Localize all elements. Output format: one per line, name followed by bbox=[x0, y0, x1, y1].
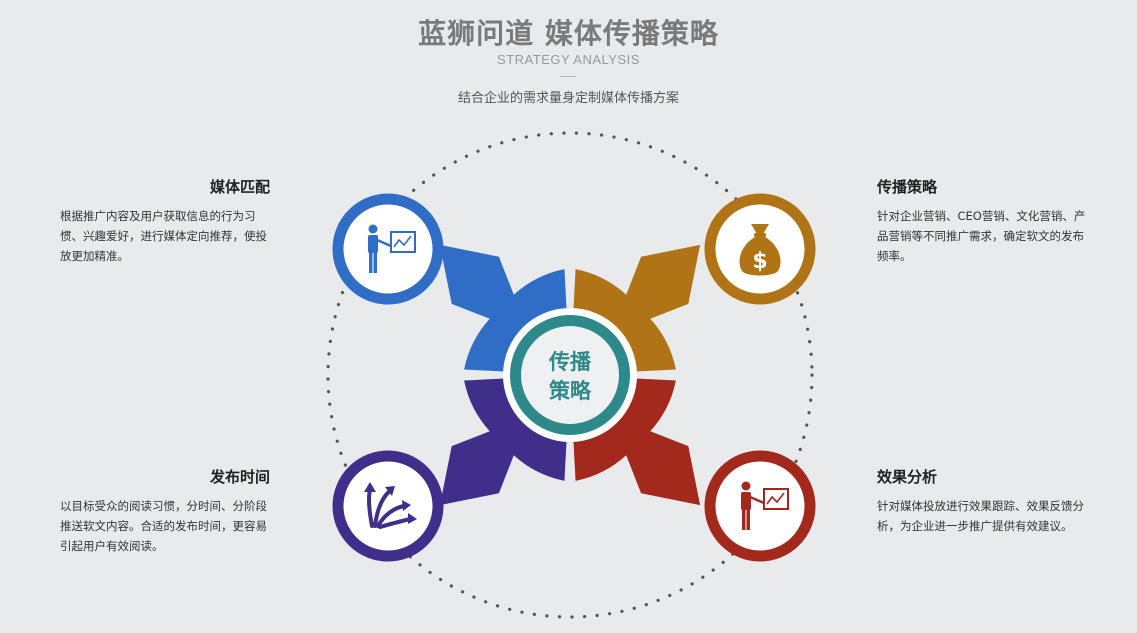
page-subtitle-english: STRATEGY ANALYSIS bbox=[497, 52, 640, 67]
wedge-bottom-right bbox=[573, 378, 701, 506]
publish-time-title: 发布时间 bbox=[209, 468, 270, 486]
money-bag-icon: $ bbox=[739, 224, 781, 276]
wedge-bottom-left bbox=[439, 378, 567, 506]
center-disc bbox=[521, 326, 619, 424]
center-label-line1: 传播 bbox=[548, 350, 592, 374]
center-label-line2: 策略 bbox=[549, 379, 592, 403]
effect-analysis-title: 效果分析 bbox=[877, 468, 938, 486]
media-matching-title: 媒体匹配 bbox=[209, 178, 270, 196]
spreading-arrows-icon bbox=[364, 482, 417, 529]
publish-time-block: 发布时间 以目标受众的阅读习惯，分时间、分阶段推送软文内容。合适的发布时间，更容… bbox=[60, 466, 270, 556]
arrow-wedges bbox=[439, 244, 701, 506]
publish-time-badge bbox=[332, 450, 444, 562]
effect-analysis-block: 效果分析 针对媒体投放进行效果跟踪、效果反馈分析，为企业进一步推广提供有效建议。 bbox=[877, 466, 1087, 536]
strategy-badge: $ bbox=[704, 193, 816, 305]
effect-analysis-badge bbox=[704, 450, 816, 562]
strategy-title: 传播策略 bbox=[877, 178, 938, 196]
presenter-chart-icon bbox=[368, 224, 416, 273]
strategy-block: 传播策略 针对企业营销、CEO营销、文化营销、产品营销等不同推广需求，确定软文的… bbox=[877, 176, 1087, 266]
dotted-orbit bbox=[326, 131, 814, 619]
presenter-chart-icon bbox=[741, 481, 789, 530]
page-title: 蓝狮问道 媒体传播策略 bbox=[418, 17, 719, 50]
media-matching-badge bbox=[332, 193, 444, 305]
publish-time-desc: 以目标受众的阅读习惯，分时间、分阶段推送软文内容。合适的发布时间，更容易引起用户… bbox=[60, 499, 267, 553]
wedge-top-right bbox=[573, 244, 701, 372]
media-matching-desc: 根据推广内容及用户获取信息的行为习惯、兴趣爱好，进行媒体定向推荐，使投放更加精准… bbox=[60, 209, 267, 263]
wedge-top-left bbox=[439, 244, 567, 372]
title-divider bbox=[560, 76, 576, 77]
svg-text:$: $ bbox=[752, 249, 767, 274]
page-tagline: 结合企业的需求量身定制媒体传播方案 bbox=[457, 91, 679, 106]
media-matching-block: 媒体匹配 根据推广内容及用户获取信息的行为习惯、兴趣爱好，进行媒体定向推荐，使投… bbox=[60, 176, 270, 266]
strategy-desc: 针对企业营销、CEO营销、文化营销、产品营销等不同推广需求，确定软文的发布频率。 bbox=[877, 209, 1086, 263]
effect-analysis-desc: 针对媒体投放进行效果跟踪、效果反馈分析，为企业进一步推广提供有效建议。 bbox=[877, 499, 1084, 533]
